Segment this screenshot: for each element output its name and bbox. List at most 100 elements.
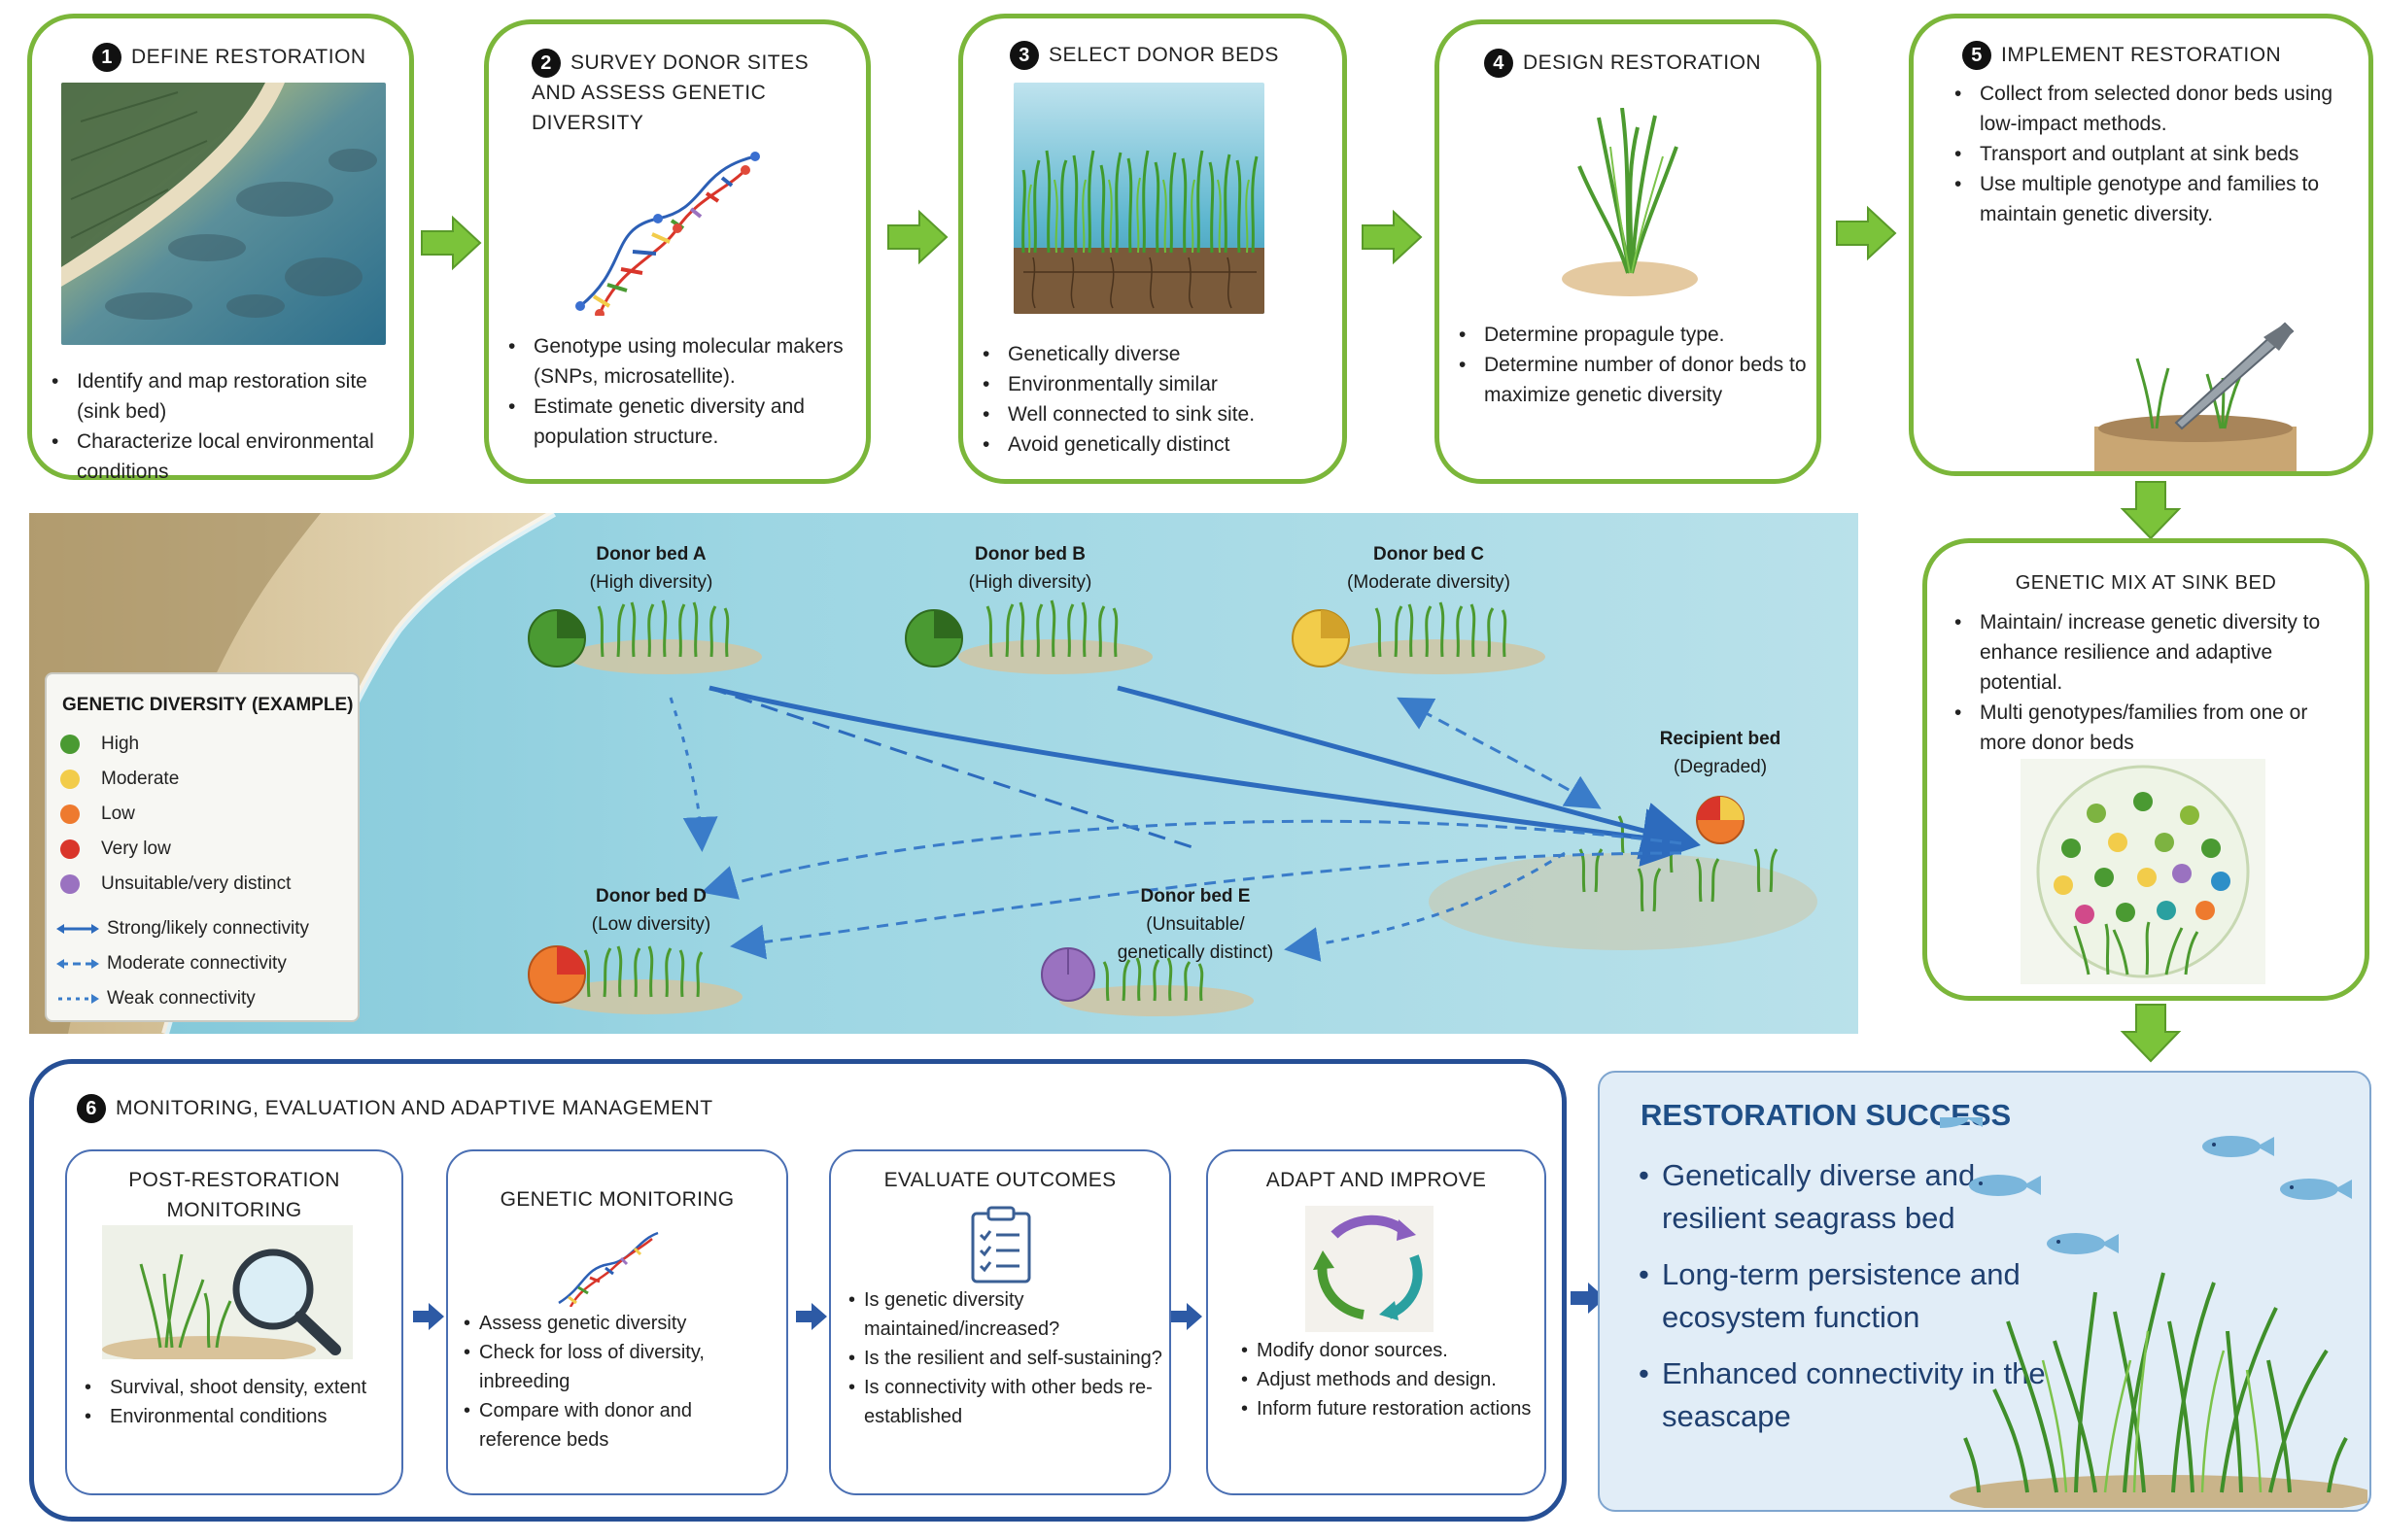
diversity-pie-a [528,609,586,667]
subbox-title: MONITORING [166,1199,302,1221]
diversity-pie-e [1041,947,1095,1002]
subbox-bullet: Is connectivity with other beds re-estab… [848,1373,1163,1431]
diversity-legend: GENETIC DIVERSITY (EXAMPLE) High Moderat… [45,672,360,1022]
bed-d-name: Donor bed D [596,886,707,907]
genetic-mix-box: GENETIC MIX AT SINK BED Maintain/ increa… [1922,538,2369,1001]
adapt-and-improve-box: ADAPT AND IMPROVE Modify donor sources. … [1206,1149,1546,1495]
flow-arrow [1571,1283,1606,1314]
legend-item: Moderate [47,762,358,797]
step-title: DEFINE RESTORATION [131,46,366,68]
step-bullet: Transport and outplant at sink beds [1954,139,2347,169]
step-title: DESIGN RESTORATION [1523,51,1762,74]
success-bullet: Enhanced connectivity in the seascape [1639,1352,2051,1438]
legend-connectivity-moderate: Moderate connectivity [47,946,358,981]
genetic-mix-title: GENETIC MIX AT SINK BED [2015,572,2277,594]
step-bullet: Determine number of donor beds to maximi… [1459,350,1813,410]
coastline-aerial-image [61,83,386,345]
step-bullet: Determine propagule type. [1459,320,1813,350]
bed-c-name: Donor bed C [1373,544,1484,565]
legend-item: High [47,727,358,762]
step-title: IMPLEMENT RESTORATION [2001,44,2282,66]
diversity-pie-b [905,609,963,667]
flow-arrow-down [2120,481,2182,540]
step-1-box: 1 DEFINE RESTORATION [27,14,414,483]
diversity-pie-d [528,945,586,1004]
subbox-bullet: Compare with donor and reference beds [464,1396,778,1454]
subbox-bullet: Check for loss of diversity, inbreeding [464,1338,778,1396]
seagrass-plant-image [1562,107,1698,298]
bed-e-desc1: (Unsuitable/ [1146,914,1245,935]
step-title: SURVEY DONOR SITES AND ASSESS GENETIC DI… [532,51,810,135]
diversity-pie-recipient [1696,796,1745,844]
step-bullet: Genetically diverse [983,339,1336,369]
subbox-title: EVALUATE OUTCOMES [883,1169,1117,1191]
bed-a-desc: (High diversity) [589,572,713,593]
planting-tool-image [2094,320,2297,471]
diversity-pie-c [1292,609,1350,667]
bed-e-desc2: genetically distinct) [1117,942,1274,963]
dna-icon [555,1229,662,1308]
step-bullet: Use multiple genotype and families to ma… [1954,169,2347,229]
legend-item: Unsuitable/very distinct [47,867,358,902]
flow-arrow [887,209,949,265]
subbox-title: ADAPT AND IMPROVE [1265,1169,1487,1191]
step-bullet: Characterize local environmental conditi… [52,427,405,487]
step-bullet: Collect from selected donor beds using l… [1954,79,2347,139]
step-bullet: Estimate genetic diversity and populatio… [508,392,862,452]
monitoring-title: MONITORING, EVALUATION AND ADAPTIVE MANA… [116,1097,713,1119]
step-number: 5 [1962,41,1991,71]
subbox-bullet: Survival, shoot density, extent [85,1373,392,1402]
subbox-bullet: Adjust methods and design. [1241,1365,1542,1394]
bed-a-name: Donor bed A [596,544,707,565]
genetic-monitoring-box: GENETIC MONITORING Assess genetic divers… [446,1149,788,1495]
step-3-box: 3 SELECT DONOR BEDS [958,14,1347,484]
flow-arrow [1836,205,1897,261]
legend-connectivity-weak: Weak connectivity [47,981,358,1016]
subbox-title: POST-RESTORATION [128,1169,340,1191]
seagrass-fish-scene [1911,1107,2377,1518]
flow-arrow [421,215,482,271]
restoration-success-panel: RESTORATION SUCCESS Genetically diverse … [1598,1071,2377,1518]
monitoring-arrow [1171,1303,1202,1330]
subbox-bullet: Inform future restoration actions [1241,1394,1542,1423]
step-bullet: Well connected to sink site. [983,399,1336,429]
clipboard-checklist-icon [967,1206,1035,1283]
subbox-bullet: Assess genetic diversity [464,1309,778,1338]
subbox-bullet: Is the resilient and self-sustaining? [848,1344,1163,1373]
monitoring-panel: 6 MONITORING, EVALUATION AND ADAPTIVE MAN… [29,1059,1567,1522]
magnifier-seagrass-image [102,1225,353,1363]
seagrass-underwater-image [1014,83,1264,314]
legend-item: Very low [47,832,358,867]
subbox-bullet: Modify donor sources. [1241,1336,1542,1365]
evaluate-outcomes-box: EVALUATE OUTCOMES Is genetic diversity m… [829,1149,1171,1495]
subbox-title: GENETIC MONITORING [500,1188,735,1211]
bed-e-name: Donor bed E [1140,886,1251,907]
subbox-bullet: Environmental conditions [85,1402,392,1431]
recipient-bed-desc: (Degraded) [1673,757,1768,777]
step-number: 3 [1010,41,1039,71]
genetic-mix-bullet: Maintain/ increase genetic diversity to … [1954,607,2357,698]
post-restoration-monitoring-box: POST-RESTORATION MONITORING Survival, sh… [65,1149,403,1495]
success-bullet: Long-term persistence and ecosystem func… [1639,1253,2051,1339]
success-bullet: Genetically diverse and resilient seagra… [1639,1154,2051,1240]
cycle-arrows-icon [1305,1206,1434,1332]
step-title: SELECT DONOR BEDS [1049,44,1279,66]
subbox-bullet: Is genetic diversity maintained/increase… [848,1285,1163,1344]
legend-connectivity-strong: Strong/likely connectivity [47,911,358,946]
step-number: 2 [532,49,561,79]
step-bullet: Environmentally similar [983,369,1336,399]
step-number: 1 [92,43,121,73]
step-4-box: 4 DESIGN RESTORATION Determine propagule … [1434,19,1821,484]
flow-arrow [1362,209,1423,265]
step-number: 6 [77,1094,106,1124]
bed-b-desc: (High diversity) [968,572,1092,593]
step-number: 4 [1484,49,1513,79]
dna-icon [570,151,765,319]
step-bullet: Genotype using molecular makers (SNPs, m… [508,331,862,392]
recipient-bed-name: Recipient bed [1659,729,1781,749]
genetic-mix-bullet: Multi genotypes/families from one or mor… [1954,698,2357,758]
step-5-box: 5 IMPLEMENT RESTORATION Collect from sele… [1909,14,2373,476]
step-bullet: Identify and map restoration site (sink … [52,366,405,427]
seascape-map: Donor bed A (High diversity) Donor bed B… [29,509,1858,1036]
flow-arrow-down [2120,1004,2182,1063]
